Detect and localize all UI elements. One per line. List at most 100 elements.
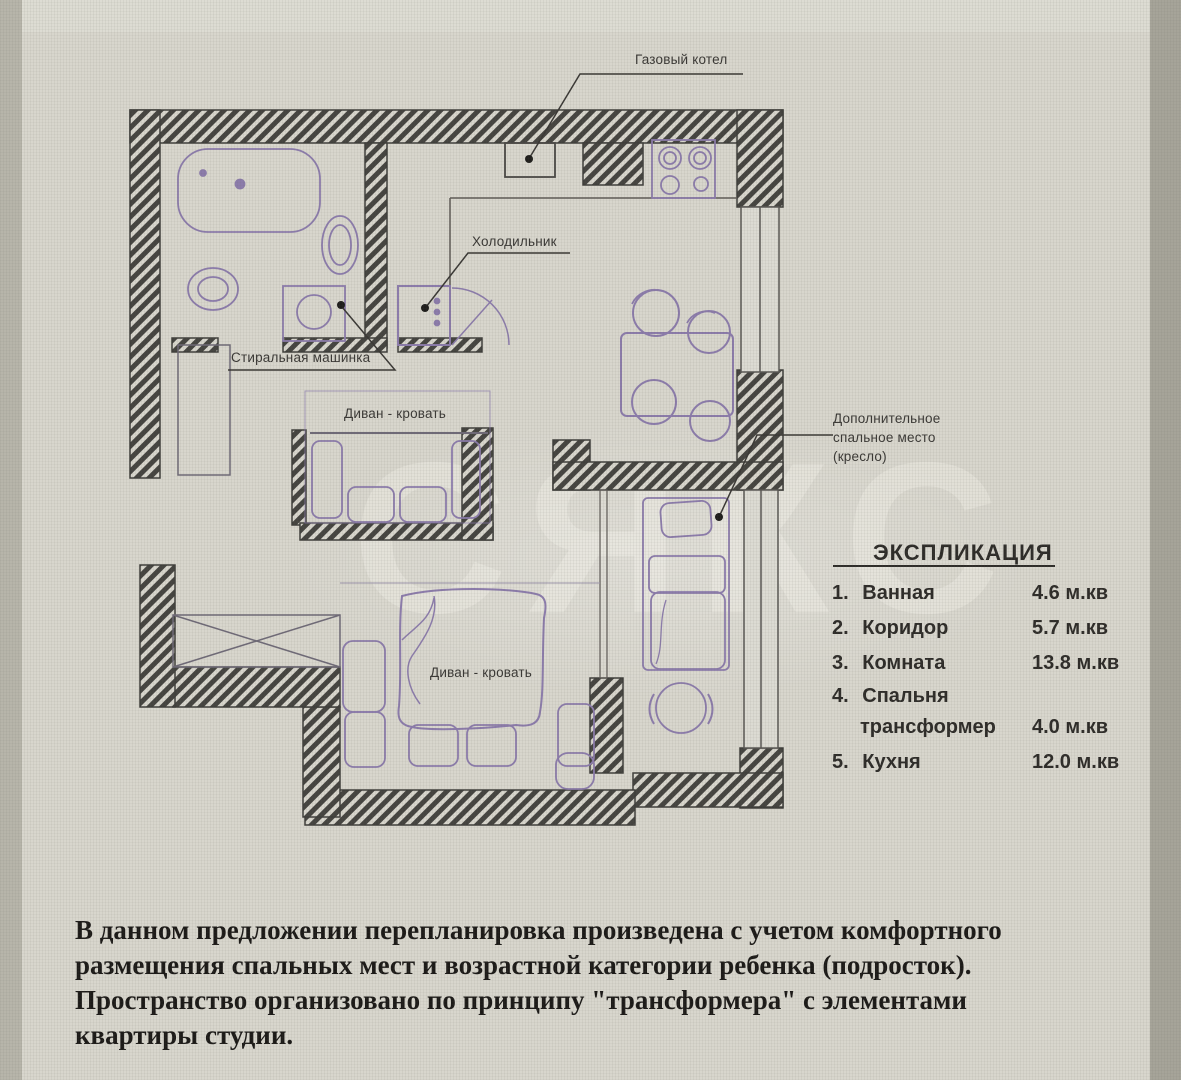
bathtub bbox=[177, 148, 321, 233]
armchair bbox=[655, 682, 707, 734]
wall-bathroom-right bbox=[364, 142, 388, 349]
wall-nook-right bbox=[461, 427, 494, 541]
row-number: 2. bbox=[832, 617, 849, 639]
washing-machine bbox=[282, 285, 346, 342]
extra-sleep-label-line1: Дополнительное bbox=[833, 411, 941, 426]
fridge bbox=[397, 285, 451, 346]
nook-floor-outline bbox=[304, 390, 491, 524]
burner bbox=[693, 151, 707, 165]
wall-room-left-vertical bbox=[302, 706, 341, 818]
wall-bedroom-bottom bbox=[632, 772, 784, 808]
bedroom-furniture bbox=[642, 497, 730, 734]
sofa-bed-room-label: Диван - кровать bbox=[430, 665, 533, 680]
door-leaf-line bbox=[451, 299, 493, 346]
wall-kitchen-bedroom bbox=[552, 461, 784, 491]
room-name: Коридор bbox=[862, 617, 949, 639]
fridge-detail-dot bbox=[433, 297, 441, 305]
blanket-band bbox=[648, 555, 726, 594]
photo-edge-left bbox=[0, 0, 22, 1080]
wardrobe-crossed bbox=[172, 614, 341, 668]
wall-left-lower-stub bbox=[139, 564, 176, 708]
armchair-armrest bbox=[707, 693, 714, 725]
wall-kitchen-right-upper bbox=[736, 109, 784, 208]
armchair-armrest bbox=[648, 693, 655, 725]
sofa-cushion bbox=[399, 486, 447, 523]
gas-boiler bbox=[504, 142, 556, 178]
extra-sleep-label-line3: (кресло) bbox=[833, 449, 887, 464]
room-area: 5.7 м.кв bbox=[1032, 617, 1109, 639]
explication-title: ЭКСПЛИКАЦИЯ bbox=[873, 540, 1053, 565]
sofa-side-seat bbox=[344, 711, 386, 768]
sink bbox=[321, 215, 359, 275]
explication-row: 2. Коридор 5.7 м.кв bbox=[832, 617, 1108, 640]
leader-dot bbox=[421, 304, 429, 312]
blanket-fold bbox=[655, 599, 667, 665]
single-bed bbox=[642, 497, 730, 671]
sofa-cushion bbox=[408, 724, 459, 767]
sofa-armrest bbox=[451, 440, 481, 519]
room-bedroom-light-partition bbox=[599, 489, 608, 679]
leader-dot bbox=[715, 513, 723, 521]
sofa-armrest bbox=[557, 703, 595, 767]
room-area: 4.6 м.кв bbox=[1032, 582, 1109, 604]
washing-machine-drum bbox=[296, 294, 332, 330]
washing-machine-label: Стиральная машинка bbox=[231, 350, 371, 365]
blanket bbox=[650, 591, 726, 670]
leader-lines bbox=[228, 73, 833, 521]
pouf bbox=[555, 752, 595, 790]
chair-backrest bbox=[686, 310, 716, 324]
room-area: 12.0 м.кв bbox=[1032, 751, 1120, 773]
burner bbox=[688, 146, 712, 170]
wall-room-left-horizontal bbox=[172, 666, 341, 708]
row-number: 1. bbox=[832, 582, 849, 604]
extra-sleep-label-line2: спальное место bbox=[833, 430, 936, 445]
description-line: В данном предложении перепланировка прои… bbox=[75, 915, 1002, 945]
leader-washing-machine bbox=[228, 306, 397, 371]
wardrobe-cross-line bbox=[172, 614, 341, 668]
door-swing-arc bbox=[451, 287, 510, 346]
sofa-armrest bbox=[342, 640, 386, 713]
toilet bbox=[187, 267, 239, 311]
row-number: 5. bbox=[832, 751, 849, 773]
sofa-bed-nook-label: Диван - кровать bbox=[344, 406, 447, 421]
fridge-label: Холодильник bbox=[472, 234, 557, 249]
room-area: 4.0 м.кв bbox=[1032, 716, 1109, 738]
description-line: размещения спальных мест и возрастной ка… bbox=[75, 950, 972, 980]
explication-row: 3. Комната 13.8 м.кв bbox=[832, 652, 1119, 675]
wall-top bbox=[129, 109, 784, 144]
bathtub-drain bbox=[234, 178, 246, 190]
fridge-detail-dot bbox=[433, 319, 441, 327]
photo-edge-right bbox=[1150, 0, 1181, 1080]
burner bbox=[660, 175, 680, 195]
walls bbox=[129, 109, 784, 826]
shower-point bbox=[199, 169, 207, 177]
description-paragraph: В данном предложении перепланировка прои… bbox=[75, 913, 1002, 1053]
fridge-detail-dot bbox=[433, 308, 441, 316]
explication-row: 1. Ванная 4.6 м.кв bbox=[832, 582, 1108, 605]
dining-table bbox=[620, 332, 734, 417]
leader-fridge bbox=[425, 252, 570, 308]
photo-top-band bbox=[22, 0, 1150, 32]
explication-table: ЭКСПЛИКАЦИЯ 1. Ванная 4.6 м.кв 2. Коридо… bbox=[832, 540, 1134, 773]
description-line: квартиры студии. bbox=[75, 1020, 294, 1050]
wall-nook-left bbox=[291, 429, 307, 526]
chair bbox=[632, 289, 680, 337]
burner bbox=[658, 146, 682, 170]
burner bbox=[663, 151, 677, 165]
sink-basin bbox=[328, 224, 352, 266]
chair bbox=[689, 400, 731, 442]
toilet-bowl bbox=[197, 276, 229, 302]
sofa-bed-quilt bbox=[397, 588, 547, 731]
bathroom-fixtures bbox=[177, 148, 359, 342]
sofa-bed-nook bbox=[304, 390, 491, 524]
sofa-cushion bbox=[466, 724, 517, 767]
wall-room-bedroom-partition bbox=[589, 677, 624, 774]
row-number: 3. bbox=[832, 652, 849, 674]
sofa-armrest bbox=[311, 440, 343, 519]
quilt-fold bbox=[407, 595, 436, 705]
storage-furniture bbox=[172, 344, 341, 668]
wall-corridor-kitchen-stub bbox=[582, 142, 644, 186]
extra-sleep-label: Дополнительное спальное место (кресло) bbox=[833, 409, 963, 466]
chair bbox=[631, 379, 677, 425]
leader-extra-sleep bbox=[718, 434, 833, 518]
